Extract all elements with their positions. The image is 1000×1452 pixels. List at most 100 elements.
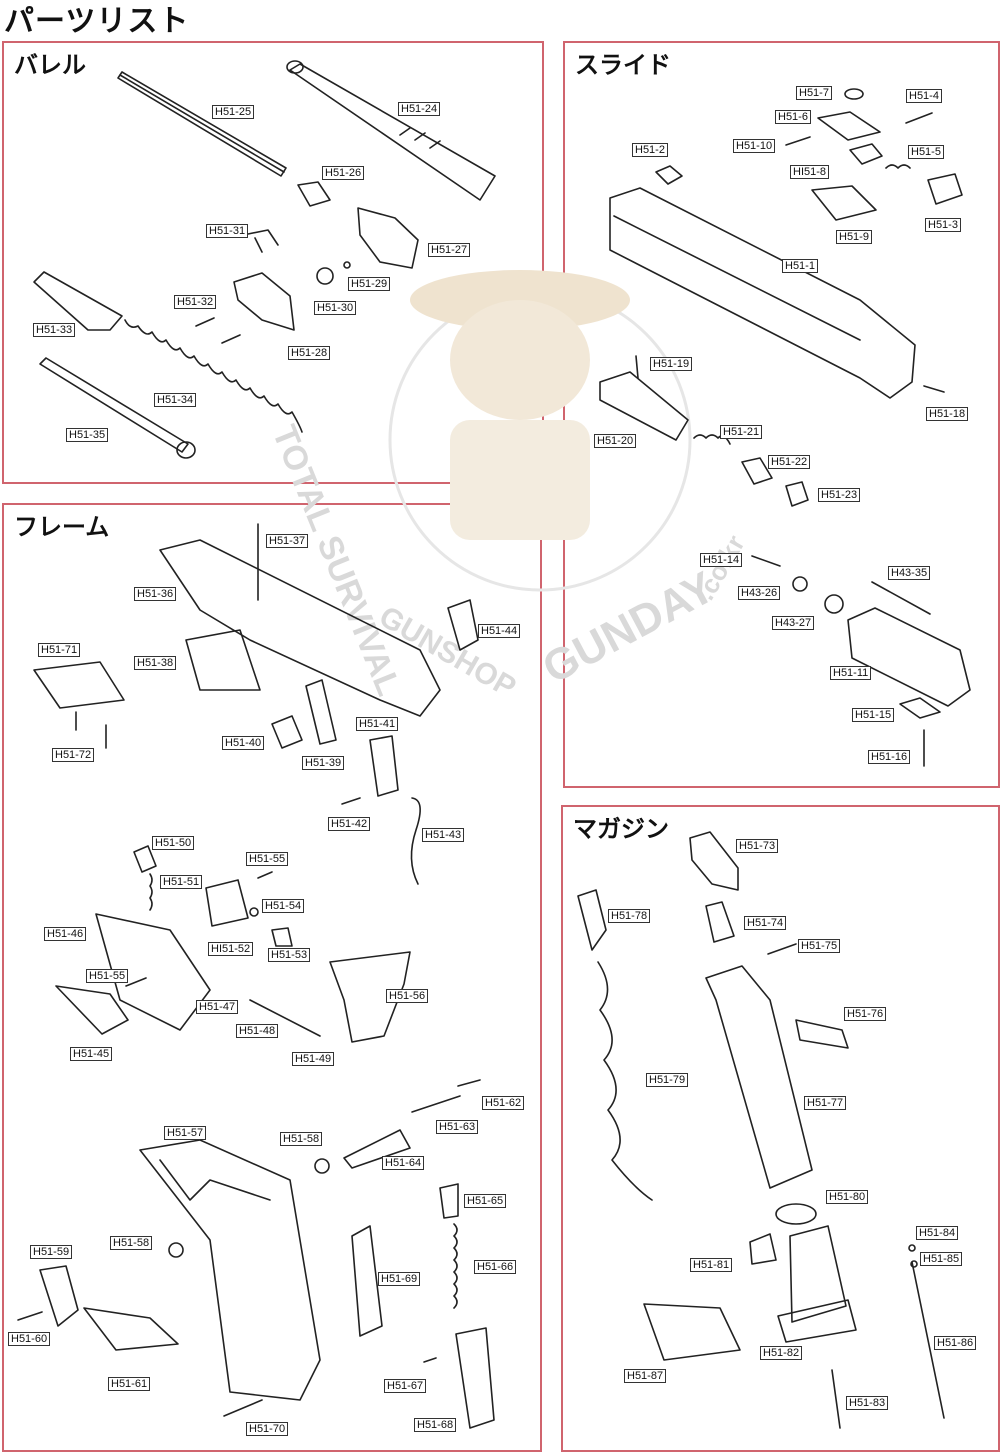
part-label: H51-63 — [436, 1120, 479, 1134]
part-label: H51-5 — [908, 145, 944, 159]
part-label: H51-9 — [836, 230, 872, 244]
part-label: H51-11 — [830, 666, 872, 680]
barrel-panel: バレル — [2, 41, 544, 484]
part-label: HI51-52 — [208, 942, 254, 956]
part-label: H51-35 — [66, 428, 109, 442]
part-label: H51-49 — [292, 1052, 335, 1066]
part-label: H51-50 — [152, 836, 195, 850]
magazine-section-title: マガジン — [573, 815, 669, 843]
part-label: H51-51 — [160, 875, 203, 889]
part-label: H51-47 — [196, 1000, 239, 1014]
part-label: H43-35 — [888, 566, 931, 580]
part-label: H51-73 — [736, 839, 779, 853]
part-label: H51-80 — [826, 1190, 869, 1204]
part-label: H51-85 — [920, 1252, 963, 1266]
part-label: H51-68 — [414, 1418, 457, 1432]
part-label: H51-77 — [804, 1096, 847, 1110]
part-label: H51-55 — [86, 969, 129, 983]
part-label: H51-64 — [382, 1156, 425, 1170]
part-label: H51-48 — [236, 1024, 279, 1038]
part-label: H51-40 — [222, 736, 265, 750]
part-label: H51-59 — [30, 1245, 73, 1259]
part-label: H51-46 — [44, 927, 87, 941]
part-label: H51-39 — [302, 756, 345, 770]
part-label: H51-34 — [154, 393, 197, 407]
part-label: H51-56 — [386, 989, 429, 1003]
part-label: H51-2 — [632, 143, 668, 157]
frame-parts — [17, 523, 495, 1429]
part-label: H51-36 — [134, 587, 177, 601]
part-label: H51-81 — [690, 1258, 733, 1272]
part-label: H51-84 — [916, 1226, 959, 1240]
magazine-panel: マガジン — [561, 805, 1000, 1452]
part-label: H51-62 — [482, 1096, 525, 1110]
part-label: H51-4 — [906, 89, 942, 103]
part-label: H51-66 — [474, 1260, 517, 1274]
part-label: H51-29 — [348, 277, 391, 291]
part-label: H51-60 — [8, 1332, 51, 1346]
part-label: H51-25 — [212, 105, 255, 119]
part-label: H51-10 — [733, 139, 776, 153]
part-label: H51-26 — [322, 166, 365, 180]
part-label: H51-86 — [934, 1336, 977, 1350]
barrel-parts — [33, 60, 496, 459]
part-label: H43-26 — [738, 586, 781, 600]
part-label: H51-15 — [852, 708, 895, 722]
part-label: H51-24 — [398, 102, 441, 116]
part-label: H51-7 — [796, 86, 832, 100]
part-label: H51-38 — [134, 656, 177, 670]
part-label: H51-55 — [246, 852, 289, 866]
part-label: H51-57 — [164, 1126, 207, 1140]
part-label: H51-32 — [174, 295, 217, 309]
part-label: H51-70 — [246, 1422, 289, 1436]
part-label: H51-61 — [108, 1377, 151, 1391]
part-label: H43-27 — [772, 616, 815, 630]
part-label: H51-44 — [478, 624, 521, 638]
part-label: H51-16 — [868, 750, 911, 764]
part-label: H51-14 — [700, 553, 743, 567]
part-label: H51-22 — [768, 455, 811, 469]
part-label: H51-27 — [428, 243, 471, 257]
part-label: H51-19 — [650, 357, 693, 371]
part-label: H51-75 — [798, 939, 841, 953]
part-label: H51-21 — [720, 425, 763, 439]
part-label: H51-74 — [744, 916, 787, 930]
part-label: HI51-8 — [790, 165, 830, 179]
part-label: H51-83 — [846, 1396, 889, 1410]
part-label: H51-72 — [52, 748, 95, 762]
part-label: H51-43 — [422, 828, 465, 842]
part-label: H51-69 — [378, 1272, 421, 1286]
part-label: H51-67 — [384, 1379, 427, 1393]
part-label: H51-37 — [266, 534, 309, 548]
part-label: H51-76 — [844, 1007, 887, 1021]
part-label: H51-6 — [775, 110, 811, 124]
slide-parts — [599, 88, 971, 767]
part-label: H51-65 — [464, 1194, 507, 1208]
slide-panel: スライド — [563, 41, 1000, 788]
part-label: H51-54 — [262, 899, 305, 913]
part-label: H51-42 — [328, 817, 371, 831]
part-label: H51-20 — [594, 434, 637, 448]
part-label: H51-78 — [608, 909, 651, 923]
part-label: H51-3 — [925, 218, 961, 232]
slide-section-title: スライド — [575, 51, 671, 79]
frame-section-title: フレーム — [14, 513, 110, 541]
part-label: H51-71 — [38, 643, 81, 657]
part-label: H51-45 — [70, 1047, 113, 1061]
part-label: H51-23 — [818, 488, 861, 502]
frame-panel: フレーム — [2, 503, 542, 1452]
part-label: H51-79 — [646, 1073, 689, 1087]
part-label: H51-31 — [206, 224, 249, 238]
part-label: H51-87 — [624, 1369, 667, 1383]
part-label: H51-33 — [33, 323, 76, 337]
part-label: H51-41 — [356, 717, 399, 731]
part-label: H51-82 — [760, 1346, 803, 1360]
page-title: パーツリスト — [4, 4, 190, 39]
magazine-parts — [577, 831, 945, 1429]
part-label: H51-28 — [288, 346, 331, 360]
part-label: H51-18 — [926, 407, 969, 421]
part-label: H51-30 — [314, 301, 357, 315]
part-label: H51-58 — [110, 1236, 153, 1250]
